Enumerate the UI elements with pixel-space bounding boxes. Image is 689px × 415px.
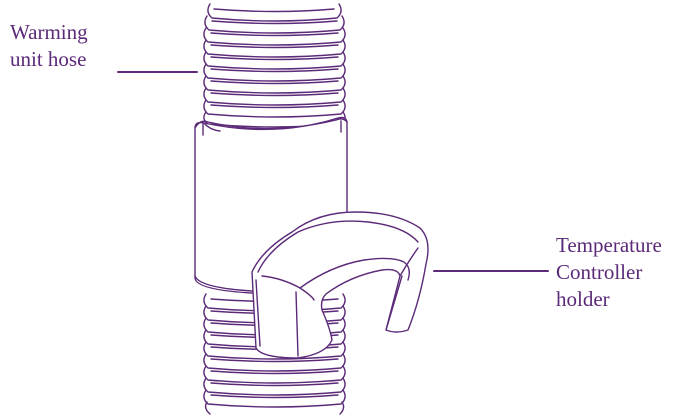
holder-label-line-3: holder	[556, 287, 610, 311]
holder-label-line-2: Controller	[556, 260, 643, 284]
hose-label-line-1: Warming	[10, 20, 88, 44]
holder-label-line-1: Temperature	[556, 233, 662, 257]
warming-unit-hose-upper	[203, 3, 346, 128]
temperature-controller-holder-clip	[251, 211, 429, 359]
hose-label-line-2: unit hose	[10, 47, 87, 71]
temperature-controller-holder-label: Temperature Controller holder	[556, 232, 662, 313]
warming-unit-hose-label: Warming unit hose	[10, 19, 88, 73]
